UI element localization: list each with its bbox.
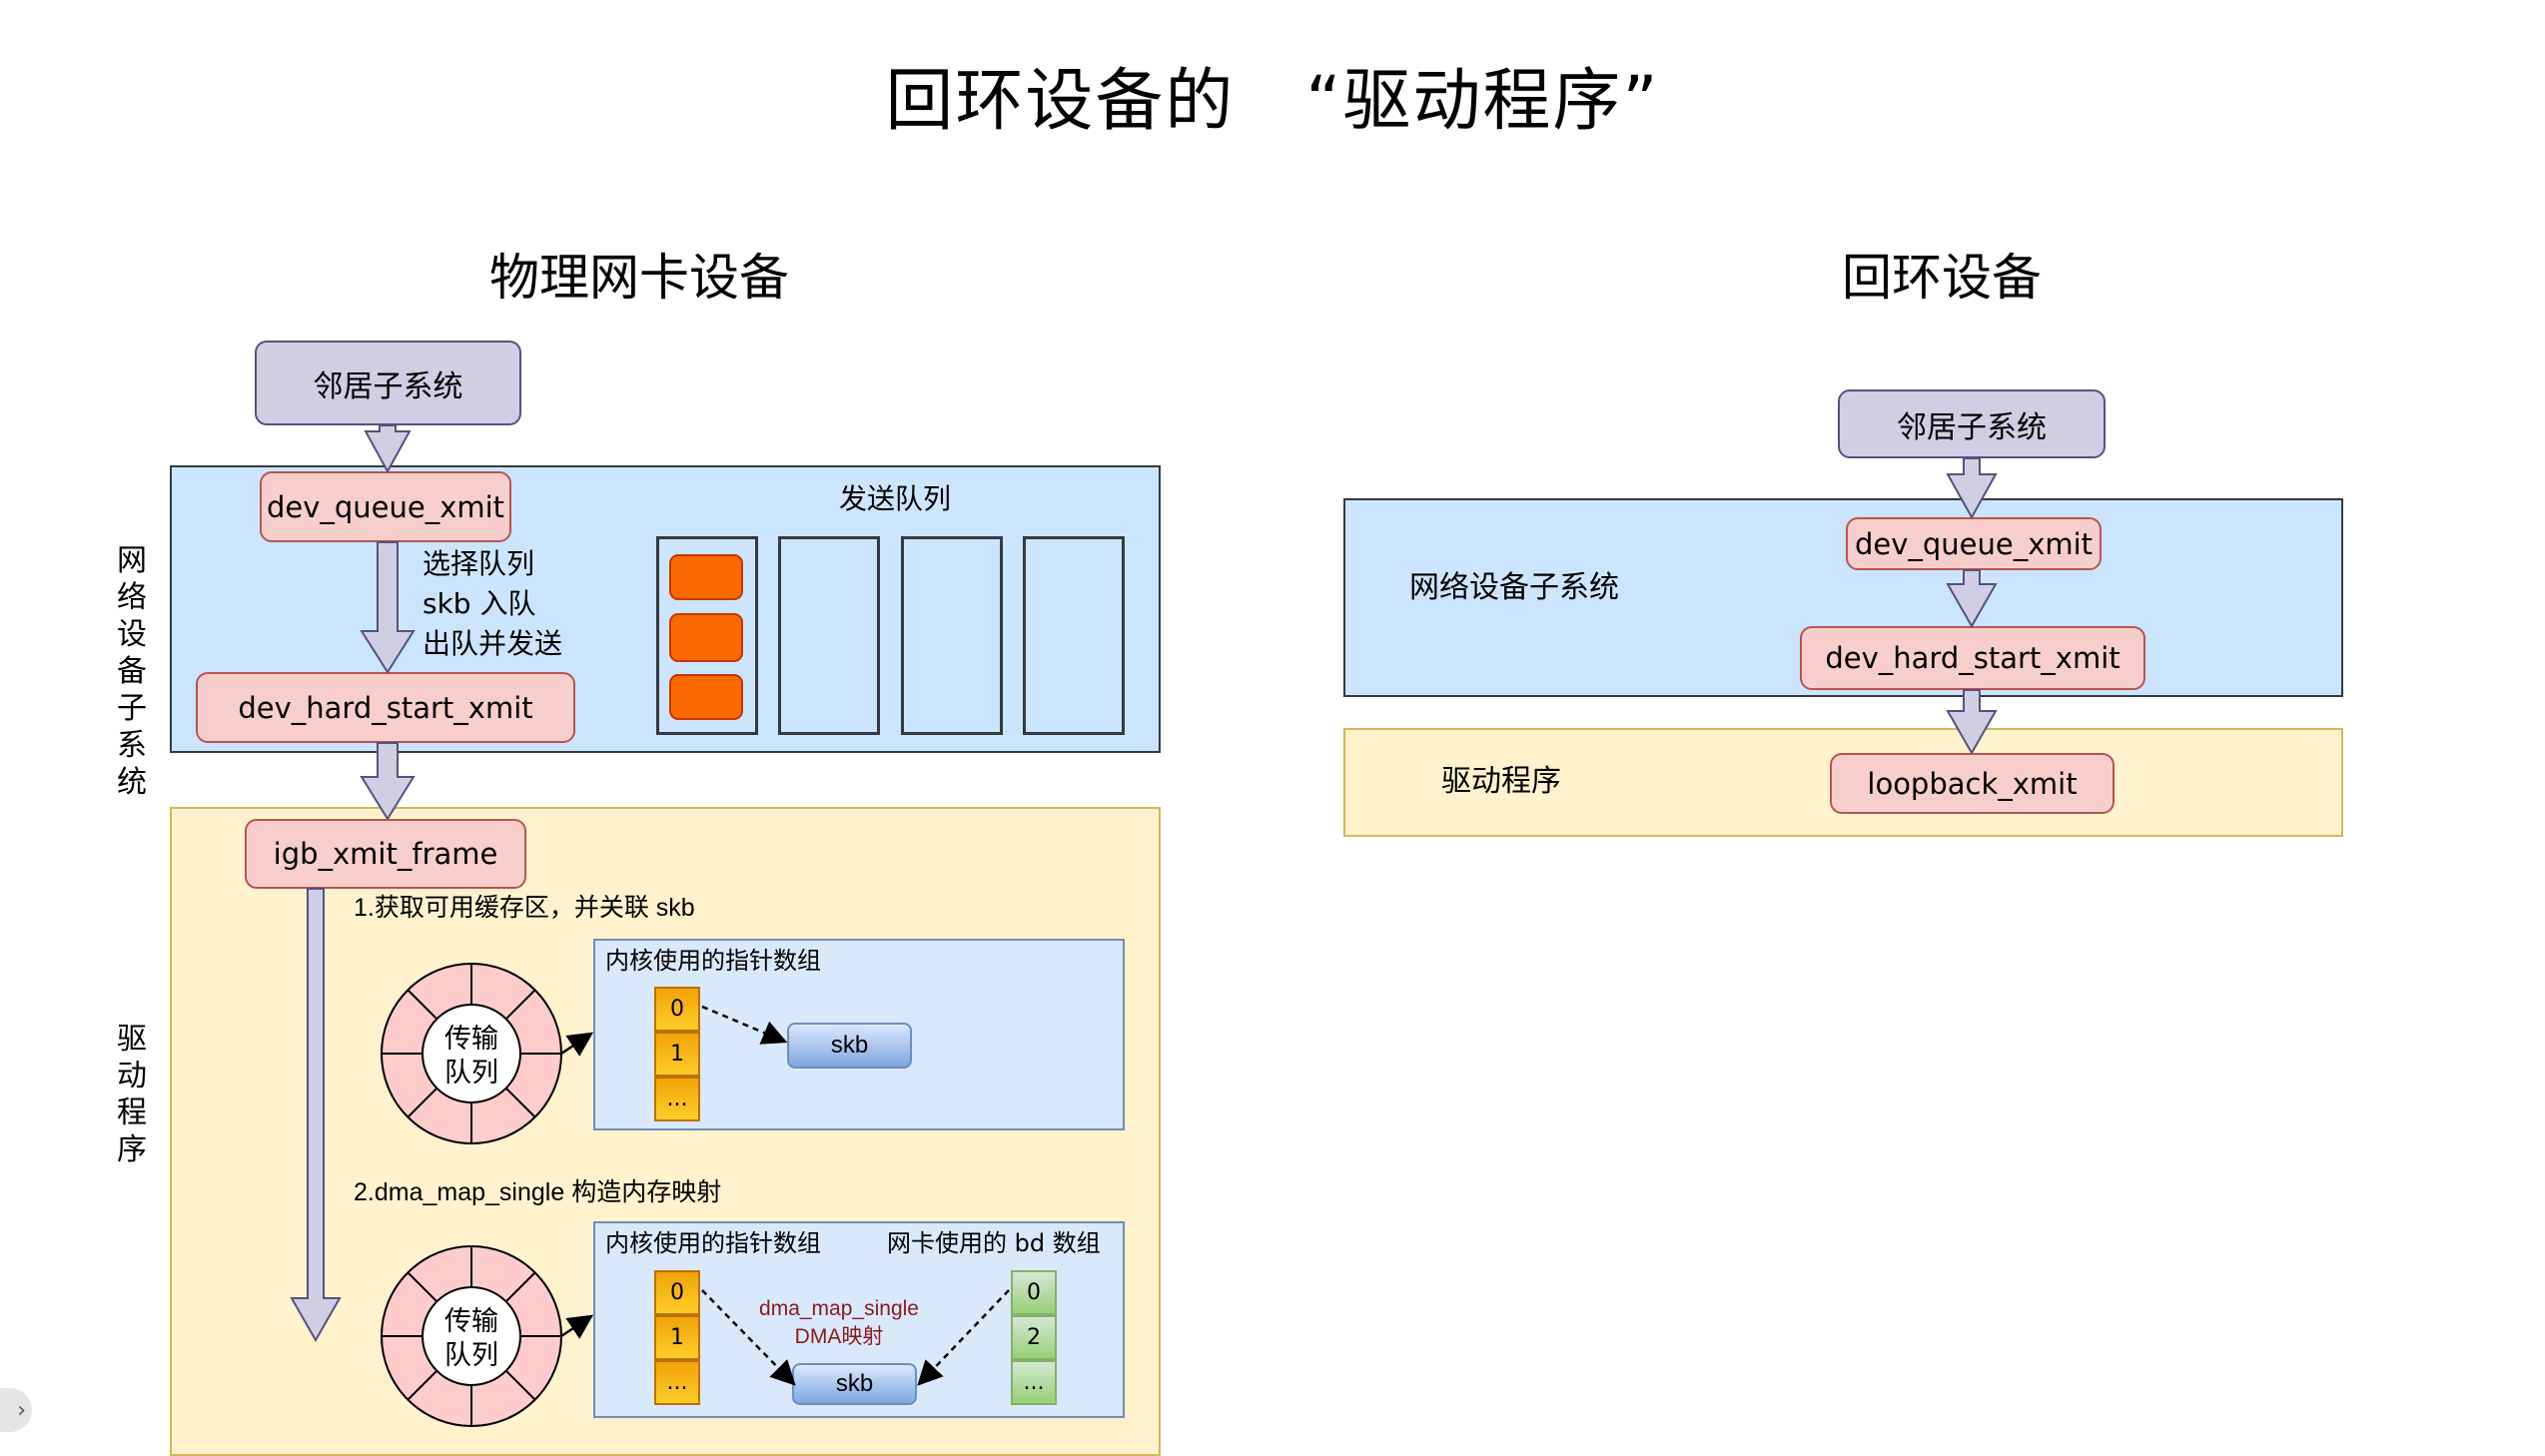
block-arrow-down (1946, 457, 1998, 520)
block-arrow-down-long (290, 888, 342, 1343)
step1-label: 1.获取可用缓存区，并关联 skb (354, 894, 695, 922)
kernel-cell: ... (654, 1077, 700, 1121)
ring-slot-divider (504, 989, 536, 1021)
step-dequeue-send: 出队并发送 (423, 627, 563, 660)
ring-slot-divider (504, 1087, 536, 1118)
ring-slot-divider (407, 1369, 438, 1401)
send-queue-column (1023, 536, 1125, 735)
bd-to-skb-dashed (917, 1289, 1010, 1386)
transmit-ring-label: 队列 (444, 1340, 498, 1371)
transmit-ring-label: 队列 (444, 1058, 498, 1089)
ring-to-array-arrow (560, 1314, 594, 1339)
step-select-queue: 选择队列 (423, 547, 535, 580)
transmit-ring-center (422, 1286, 521, 1386)
right-dev-hard-start-xmit-node: dev_hard_start_xmit (1800, 626, 2145, 690)
transmit-ring-center (422, 1004, 521, 1103)
ring-to-array-arrow (560, 1032, 594, 1057)
kernel-cell: 0 (654, 1270, 700, 1315)
send-queue-column (901, 536, 1003, 735)
queued-packet (669, 554, 743, 600)
kernel-array-label-2: 内核使用的指针数组 (605, 1229, 821, 1257)
kernel-cell: 0 (654, 987, 700, 1032)
neighbor-subsystem-node: 邻居子系统 (255, 341, 521, 425)
ring-slot-divider (407, 1271, 438, 1303)
ring-slot-divider (504, 1369, 536, 1401)
bd-cell: 0 (1011, 1270, 1057, 1315)
dma-map-line1: dma_map_single (759, 1297, 919, 1320)
right-net-subsystem-label: 网络设备子系统 (1409, 570, 1619, 605)
vertical-label-driver: 驱动程序 (117, 1022, 147, 1167)
ring-slot-divider (407, 989, 438, 1021)
block-arrow-down (360, 541, 416, 674)
pointer-to-skb-dashed (701, 1005, 788, 1045)
block-arrow-down (1946, 569, 1998, 629)
vertical-label-net-subsystem: 网络设备子系统 (117, 543, 147, 800)
step-enqueue: skb 入队 (423, 587, 536, 620)
right-driver-region (1343, 728, 2343, 837)
dev-queue-xmit-node: dev_queue_xmit (260, 471, 511, 542)
right-dev-queue-xmit-node: dev_queue_xmit (1846, 517, 2102, 570)
kernel-cell: 1 (654, 1032, 700, 1077)
bd-cell: ... (1011, 1360, 1057, 1405)
ring-slot-divider (407, 1087, 438, 1118)
transmit-ring-label: 传输 (444, 1024, 498, 1055)
dma-map-line2: DMA映射 (794, 1325, 884, 1348)
slide-title: 回环设备的 “驱动程序” (885, 62, 1660, 141)
chevron-right-icon: › (17, 1397, 26, 1423)
bd-cell: 2 (1011, 1315, 1057, 1360)
send-queue-column (656, 536, 758, 735)
queued-packet (669, 613, 743, 662)
skb-node-1: skb (787, 1023, 912, 1069)
block-arrow-down (360, 742, 416, 821)
igb-xmit-frame-node: igb_xmit_frame (245, 819, 526, 889)
send-queue-column (778, 536, 880, 735)
kernel-to-skb-dashed (701, 1289, 796, 1386)
nic-bd-array-label: 网卡使用的 bd 数组 (887, 1229, 1101, 1257)
dev-hard-start-xmit-node: dev_hard_start_xmit (196, 672, 575, 743)
block-arrow-down (364, 424, 412, 474)
right-driver-label: 驱动程序 (1441, 764, 1561, 799)
send-queue-label: 发送队列 (839, 482, 952, 515)
skb-node-2: skb (792, 1363, 917, 1405)
kernel-array-label-1: 内核使用的指针数组 (605, 947, 821, 975)
left-subtitle: 物理网卡设备 (489, 249, 789, 307)
right-subtitle: 回环设备 (1842, 249, 2042, 307)
block-arrow-down (1946, 689, 1998, 756)
kernel-cell: 1 (654, 1315, 700, 1360)
ring-slot-divider (504, 1271, 536, 1303)
queued-packet (669, 674, 743, 720)
step2-label: 2.dma_map_single 构造内存映射 (354, 1178, 722, 1206)
transmit-ring-label: 传输 (444, 1306, 498, 1337)
kernel-cell: ... (654, 1360, 700, 1405)
